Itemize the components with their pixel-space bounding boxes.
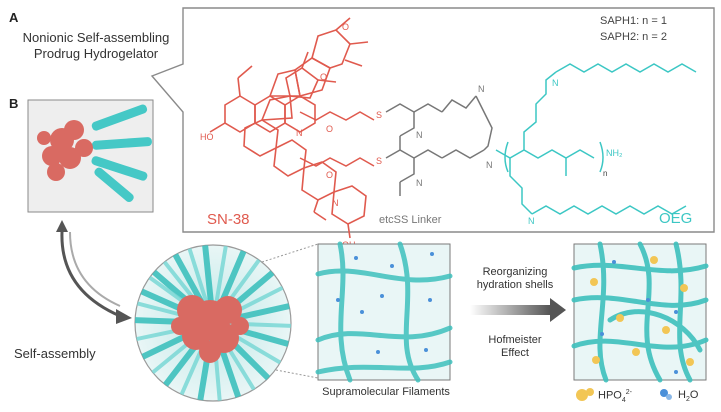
legend-phosphate-icon <box>576 388 594 401</box>
arrow-text-top: Reorganizing hydration shells <box>462 266 568 292</box>
linker-s-upper: S <box>376 110 382 120</box>
legend-phosphate-main: HPO <box>598 389 622 402</box>
linker-n-atom-1: N <box>416 130 423 140</box>
legend-water-label: H2O <box>678 389 698 405</box>
assembly-curved-arrow-shadow <box>69 231 121 307</box>
amide-label: NH₂ <box>606 148 623 158</box>
sn38-o-atom-2: O <box>320 72 327 82</box>
arrow-text-bottom: Hofmeister Effect <box>462 334 568 360</box>
panel-a-title-line2: Prodrug Hydrogelator <box>33 45 159 61</box>
phosphate-ions <box>590 256 694 366</box>
sn38-o-atom-1: O <box>342 22 349 32</box>
linker-n-atom-3: N <box>478 84 485 94</box>
sn38-n-atom-2: N <box>332 198 339 208</box>
linker-atom-labels-red: O O S S <box>326 110 382 180</box>
self-assembly-label: Self-assembly <box>14 346 96 361</box>
filament-strands-before <box>315 241 453 383</box>
hydroxyl-label-1: HO <box>200 132 214 142</box>
structure-panel-frame <box>150 7 715 233</box>
assembly-arrow-head-right <box>116 309 132 324</box>
linker-s-lower: S <box>376 156 382 166</box>
legend-water-main: H <box>678 389 686 401</box>
molecule-oeg-arms <box>91 104 152 203</box>
micelle-sn38-core <box>171 295 249 363</box>
legend-phosphate-label: HPO42- <box>598 389 632 405</box>
filament-box-before <box>317 243 451 381</box>
arrow-text-bottom-line1: Hofmeister <box>488 334 542 346</box>
filament-strands-after <box>571 241 709 383</box>
assembly-arrow-head-up <box>56 220 68 232</box>
oeg-n-atom-lower: N <box>528 216 535 226</box>
oeg-n-atom-upper: N <box>552 78 559 88</box>
variant-saph2: SAPH2: n = 2 <box>600 31 667 43</box>
water-dots-before <box>336 252 434 354</box>
repeat-n-label: n <box>603 169 607 178</box>
panel-a-title: Nonionic Self-assembling Prodrug Hydroge… <box>6 30 186 61</box>
oeg-chain-upper <box>555 63 697 73</box>
molecule-model <box>37 104 152 203</box>
oeg-chain-lower <box>531 205 687 215</box>
sn38-label: SN-38 <box>207 211 250 228</box>
legend-phosphate-sup: 2- <box>625 389 632 396</box>
linker-o-lower: O <box>326 170 333 180</box>
linker-atom-labels-gray: N N N N <box>416 84 493 188</box>
arrow-text-bottom-line2: Effect <box>501 347 529 360</box>
arrow-text-top-line1: Reorganizing <box>482 266 548 278</box>
molecule-sn38-core <box>37 120 93 181</box>
water-dots-after <box>600 260 678 374</box>
linker-o-upper: O <box>326 124 333 134</box>
linker-n-atom-4: N <box>486 160 493 170</box>
linker-label: etcSS Linker <box>379 214 442 226</box>
transition-arrow-shaft <box>470 305 550 315</box>
filaments-label: Supramolecular Filaments <box>322 386 450 398</box>
oeg-label: OEG <box>659 210 692 227</box>
oeg-peptide-backbone <box>495 71 604 215</box>
legend-phosphate-sub: 4 <box>621 396 626 404</box>
oeg-atom-labels: N N NH₂ n <box>528 78 623 226</box>
legend-water-sub: 2 <box>685 396 690 404</box>
legend-water-icon <box>660 389 672 400</box>
linker-cysteine <box>385 95 493 196</box>
transition-arrow-head <box>550 298 566 322</box>
panel-a-letter: A <box>9 10 19 25</box>
legend-water-tail: O <box>689 389 699 401</box>
zoom-line-top <box>261 243 319 263</box>
panel-b-letter: B <box>9 96 19 111</box>
linker-n-atom-2: N <box>416 178 423 188</box>
arrow-text-top-line2: hydration shells <box>476 279 554 292</box>
assembly-curved-arrow <box>60 231 121 318</box>
variant-saph1: SAPH1: n = 1 <box>600 15 667 27</box>
panel-a-title-line1: Nonionic Self-assembling <box>22 30 170 45</box>
linker-ester-chains <box>299 111 375 167</box>
zoom-line-bottom <box>275 369 319 379</box>
sn38-n-atom-1: N <box>296 128 303 138</box>
